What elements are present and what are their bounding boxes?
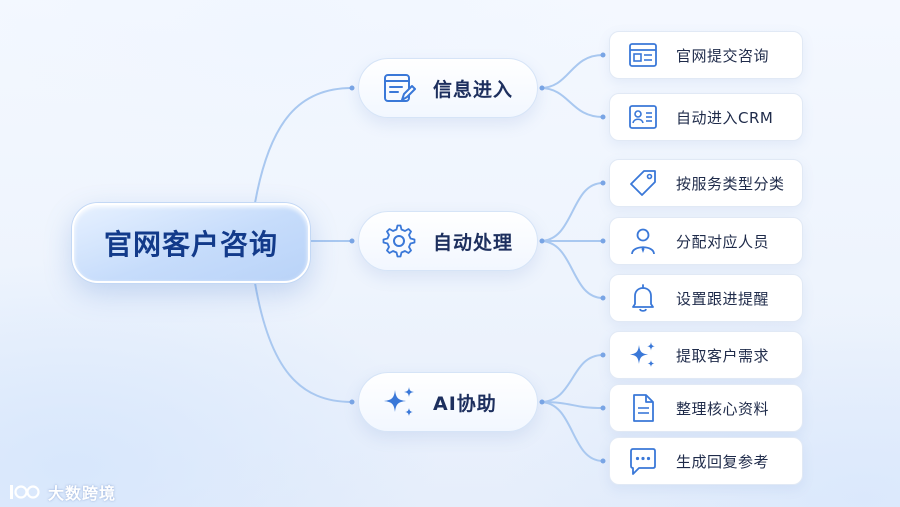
branch-label: AI协助	[433, 392, 497, 415]
sparkle-icon	[381, 384, 417, 420]
leaf-reply-reference[interactable]: 生成回复参考	[609, 437, 803, 485]
connector-dot	[539, 85, 545, 91]
leaf-label: 整理核心资料	[676, 399, 770, 418]
connector-root-branch-1	[254, 87, 353, 204]
connector-dot	[600, 52, 606, 58]
leaf-web-form-submit[interactable]: 官网提交咨询	[609, 31, 803, 79]
connector-dot	[600, 405, 606, 411]
branch-ai-assist[interactable]: AI协助	[358, 372, 538, 432]
connector-dot	[600, 180, 606, 186]
leaf-followup-reminder[interactable]: 设置跟进提醒	[609, 274, 803, 322]
connector-dot	[349, 238, 355, 244]
brand-logo-icon	[10, 485, 40, 499]
connector-dot	[600, 352, 606, 358]
bell-icon	[626, 281, 660, 315]
branch-auto-process[interactable]: 自动处理	[358, 211, 538, 271]
connector-dot	[349, 399, 355, 405]
connector-dot	[600, 114, 606, 120]
leaf-label: 生成回复参考	[676, 452, 770, 471]
connector-branch-3-leaf-1	[539, 354, 604, 403]
leaf-label: 官网提交咨询	[676, 46, 770, 65]
form-edit-icon	[381, 70, 417, 106]
tag-icon	[626, 166, 660, 200]
branch-label: 自动处理	[433, 231, 514, 254]
leaf-label: 按服务类型分类	[676, 174, 785, 193]
leaf-assign-staff[interactable]: 分配对应人员	[609, 217, 803, 265]
root-label: 官网客户咨询	[103, 228, 278, 261]
leaf-label: 设置跟进提醒	[676, 289, 770, 308]
branch-label: 信息进入	[433, 78, 514, 101]
leaf-label: 自动进入CRM	[676, 108, 774, 127]
leaf-label: 分配对应人员	[676, 232, 770, 251]
watermark-text: 大数跨境	[48, 484, 117, 503]
leaf-classify-service[interactable]: 按服务类型分类	[609, 159, 803, 207]
connector-branch-2-leaf-1	[539, 182, 604, 242]
connector-dot	[600, 458, 606, 464]
sparkle-icon	[626, 338, 660, 372]
branch-info-intake[interactable]: 信息进入	[358, 58, 538, 118]
chat-bubble-icon	[626, 444, 660, 478]
web-form-icon	[626, 38, 660, 72]
connector-branch-1-leaf-1	[539, 54, 604, 89]
leaf-label: 提取客户需求	[676, 346, 770, 365]
person-icon	[626, 224, 660, 258]
connector-branch-3-leaf-3	[539, 401, 604, 462]
leaf-organize-docs[interactable]: 整理核心资料	[609, 384, 803, 432]
connector-branch-2-leaf-3	[539, 240, 604, 299]
root-node[interactable]: 官网客户咨询	[72, 203, 310, 283]
connector-dot	[600, 238, 606, 244]
gear-icon	[381, 223, 417, 259]
connector-root-branch-3	[254, 282, 353, 403]
leaf-auto-crm[interactable]: 自动进入CRM	[609, 93, 803, 141]
connector-branch-1-leaf-2	[539, 87, 604, 118]
connector-dot	[349, 85, 355, 91]
connector-dot	[600, 295, 606, 301]
watermark: 大数跨境	[8, 480, 116, 504]
connector-dot	[539, 238, 545, 244]
contact-card-icon	[626, 100, 660, 134]
connector-branch-3-leaf-2	[539, 401, 604, 409]
leaf-extract-needs[interactable]: 提取客户需求	[609, 331, 803, 379]
document-icon	[626, 391, 660, 425]
connector-dot	[539, 399, 545, 405]
